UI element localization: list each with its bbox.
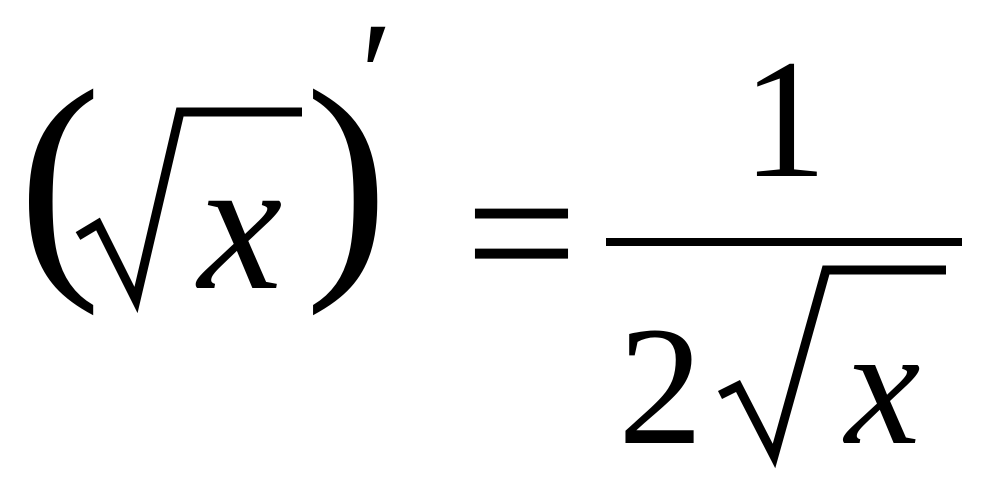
- denominator-radicand: x: [842, 292, 920, 480]
- lhs-close-paren: ): [305, 40, 388, 317]
- rhs-radical-sign: [717, 265, 946, 469]
- lhs-radicand: x: [195, 120, 282, 330]
- lhs-radical-sign: [75, 107, 302, 314]
- fraction-bar: [606, 238, 962, 246]
- prime-mark: ′: [360, 0, 393, 158]
- numerator: 1: [742, 25, 827, 213]
- denominator-coefficient: 2: [618, 292, 703, 480]
- equals-sign: =: [465, 123, 578, 344]
- lhs-open-paren: (: [18, 40, 101, 317]
